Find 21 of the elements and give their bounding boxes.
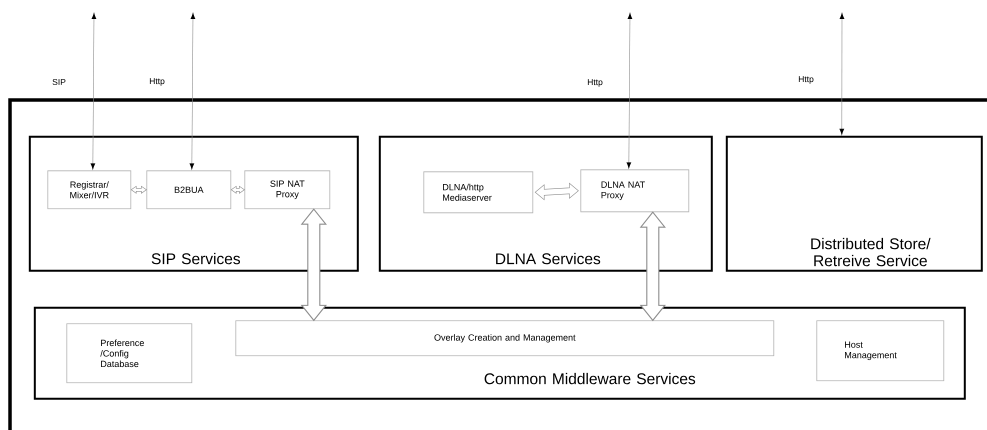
edge-label: Http [150,78,164,86]
component-box: Overlay Creation and Management [235,320,774,356]
double-arrow [534,182,579,200]
component-box: Registrar/ Mixer/IVR [47,170,132,210]
component-box: SIP NAT Proxy [244,170,330,210]
arrow [626,12,632,168]
arrow [190,12,196,170]
service-panel: Distributed Store/ Retreive Service [726,136,983,272]
component-box: DLNA/http Mediaserver [423,171,534,214]
component-box: Preference /Config Database [66,323,192,384]
edge-label: Http [588,79,602,87]
double-arrow [130,186,147,194]
arrow [840,12,844,135]
component-box: B2BUA [146,170,232,210]
edge-label: SIP [52,79,66,85]
component-box: Host Management [816,320,944,382]
arrow [90,12,96,170]
edge-label: Http [798,76,814,84]
component-box: DLNA NAT Proxy [580,169,690,212]
double-arrow [230,186,245,194]
system-frame [8,98,987,430]
